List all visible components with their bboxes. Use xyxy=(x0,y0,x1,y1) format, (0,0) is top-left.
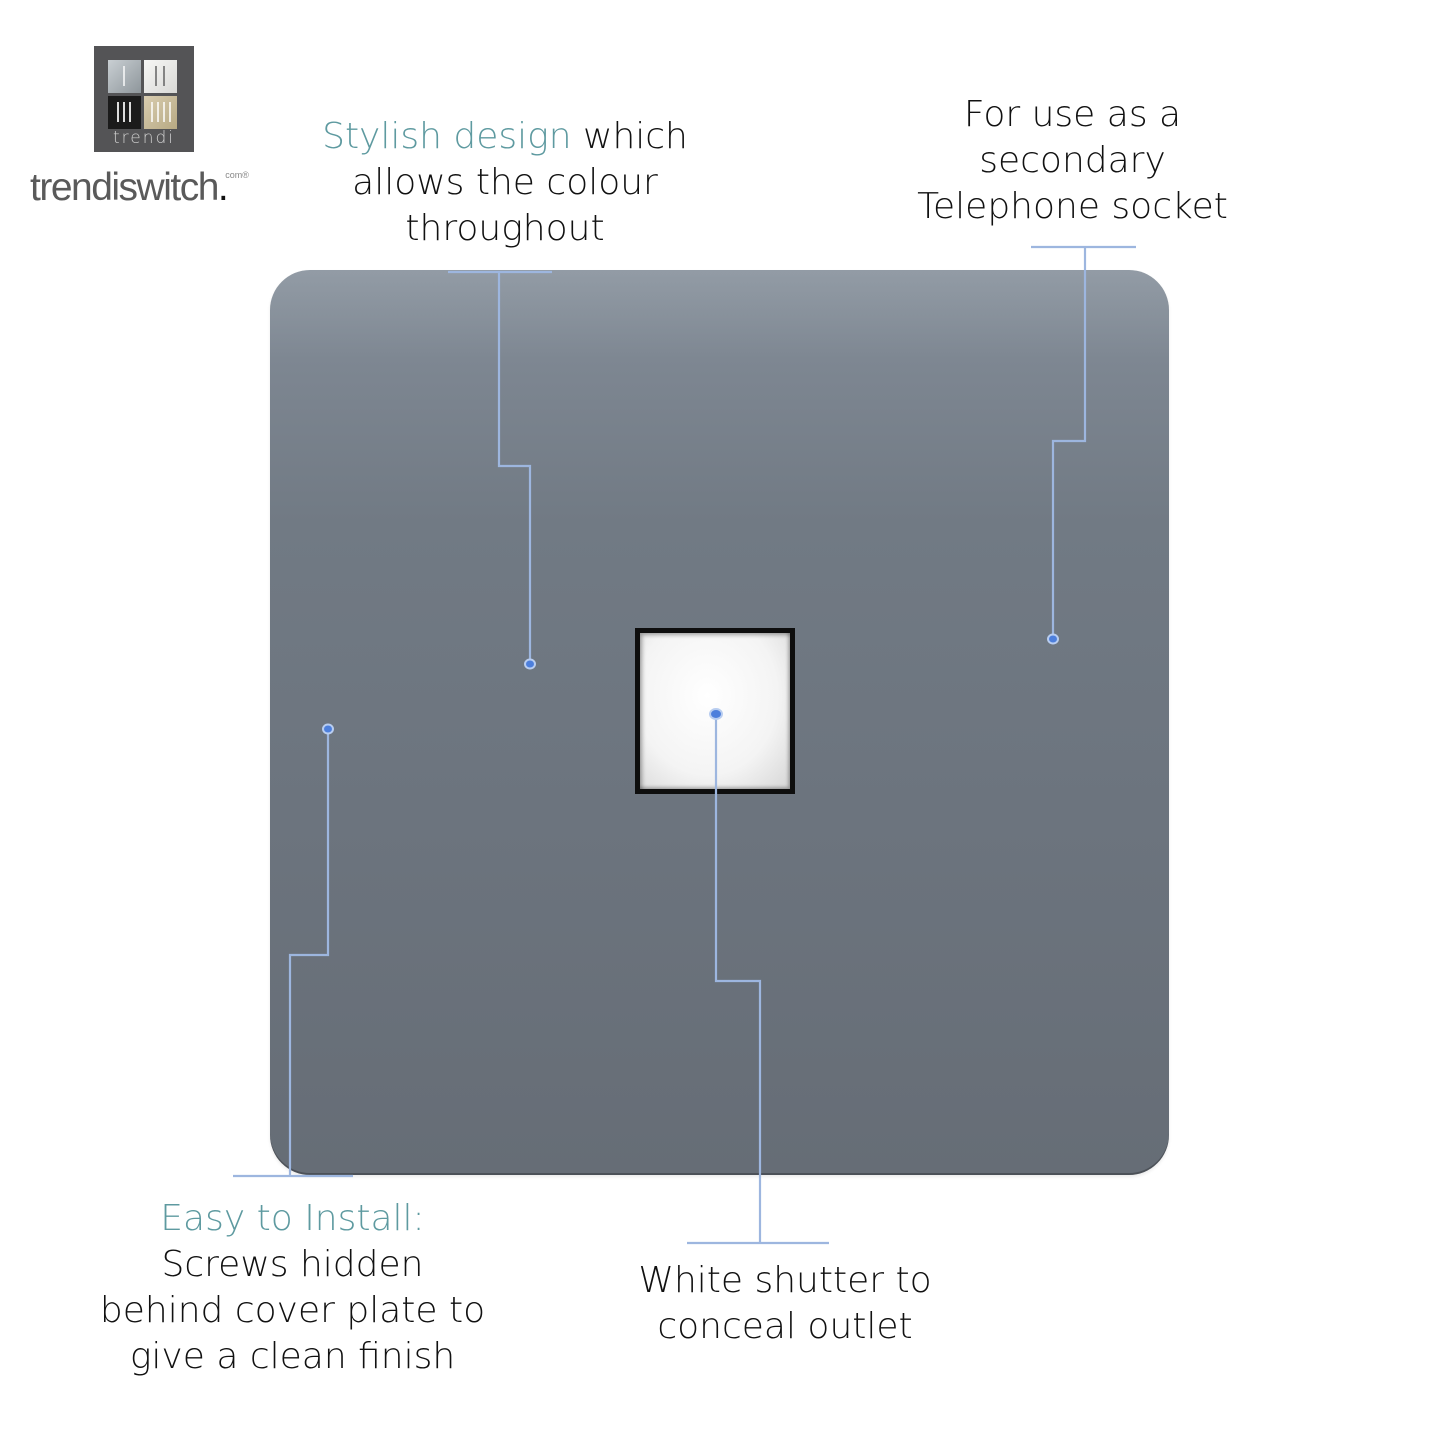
badge-text: trendi xyxy=(112,128,176,148)
callout-accent: Easy to Install: xyxy=(160,1198,425,1239)
callout-text: behind cover plate to xyxy=(99,1290,486,1331)
callout-text: White shutter to xyxy=(638,1260,932,1301)
brand-logo-badge: trendi xyxy=(94,46,194,152)
brand-wordmark: trendiswitch.com® xyxy=(30,166,251,210)
callout-text: give a clean finish xyxy=(129,1336,456,1377)
callout-text: conceal outlet xyxy=(657,1306,913,1347)
wordmark-suffix: com® xyxy=(225,170,249,180)
wordmark-text: trendiswitch xyxy=(30,166,219,209)
plate-sheen xyxy=(270,270,1169,360)
telephone-socket-outlet xyxy=(635,628,795,794)
black-switch-tile-icon xyxy=(108,96,141,129)
callout-stylish-design: Stylish design which allows the colour t… xyxy=(300,114,710,252)
callout-easy-install: Easy to Install: Screws hidden behind co… xyxy=(70,1196,515,1380)
callout-text: throughout xyxy=(405,208,605,249)
gold-switch-tile-icon xyxy=(144,96,177,129)
callout-telephone-socket: For use as a secondary Telephone socket xyxy=(890,92,1255,230)
silver-switch-tile-icon xyxy=(108,60,141,93)
white-shutter xyxy=(640,633,790,789)
callout-accent: Stylish design xyxy=(322,116,572,157)
callout-text: allows the colour xyxy=(352,162,658,203)
wordmark-dot: . xyxy=(217,166,229,209)
callout-text: For use as a xyxy=(963,94,1182,135)
callout-text: which xyxy=(571,116,688,157)
callout-white-shutter: White shutter to conceal outlet xyxy=(600,1258,970,1350)
white-switch-tile-icon xyxy=(144,60,177,93)
callout-text: Telephone socket xyxy=(917,186,1228,227)
callout-text: secondary xyxy=(979,140,1166,181)
callout-text: Screws hidden xyxy=(161,1244,424,1285)
